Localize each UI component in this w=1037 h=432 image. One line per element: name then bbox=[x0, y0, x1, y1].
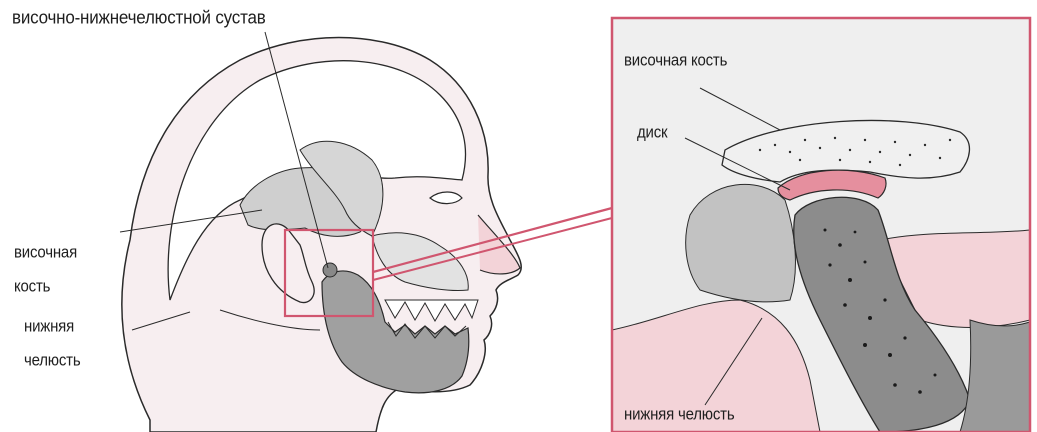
label-inset-disc: диск bbox=[637, 123, 667, 141]
label-temporal-bone-line1: височная bbox=[14, 243, 77, 261]
label-temporal-bone-line2: кость bbox=[14, 277, 50, 295]
tmj-cross-section-icon bbox=[612, 18, 1030, 432]
inset-gray-tissue bbox=[686, 184, 796, 302]
label-mandible-line2: челюсть bbox=[24, 351, 80, 369]
tmj-condyle bbox=[323, 263, 337, 277]
label-mandible-line1: нижняя bbox=[24, 317, 74, 335]
label-inset-temporal-bone: височная кость bbox=[624, 51, 727, 69]
head-profile-icon bbox=[122, 38, 521, 432]
label-inset-mandible: нижняя челюсть bbox=[624, 405, 734, 423]
inset-dark-tissue bbox=[960, 320, 1030, 432]
label-tmj: височно-нижнечелюстной сустав bbox=[12, 7, 266, 29]
